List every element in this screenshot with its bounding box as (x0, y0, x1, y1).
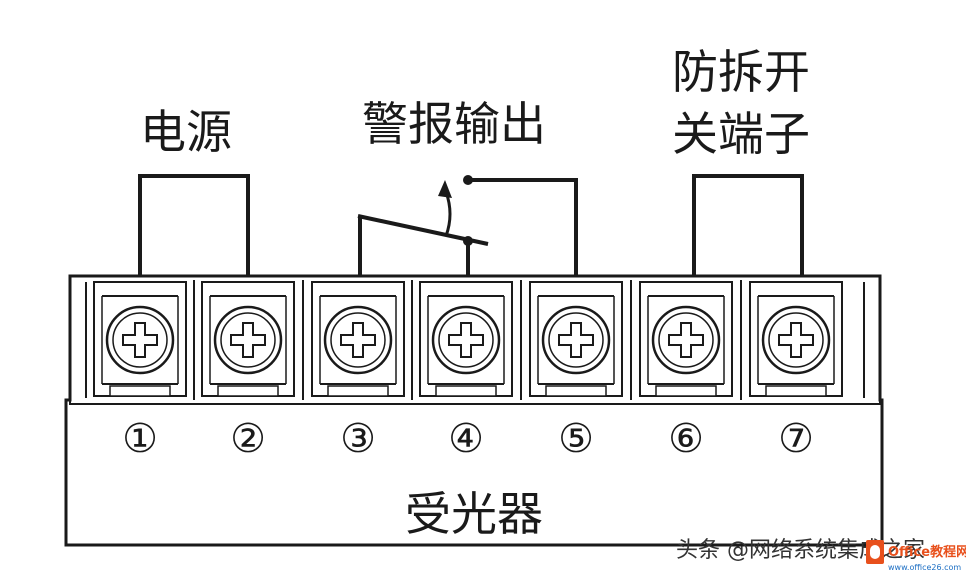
alarm-contact-pivot (463, 236, 473, 246)
screw-head-rim (548, 312, 604, 368)
receiver-label: 受光器 (405, 487, 543, 541)
alarm-output-label: 警报输出 (362, 97, 546, 151)
terminal-numbers: ① ② ③ ④ ⑤ ⑥ ⑦ (122, 416, 814, 462)
terminal-number: ② (230, 416, 266, 462)
phillips-cross-icon (122, 322, 158, 358)
tamper-label-line1: 防拆开 (672, 45, 810, 99)
wire-slot (655, 385, 717, 397)
office-logo-icon-inner (870, 545, 880, 559)
terminal-number: ⑤ (558, 416, 594, 462)
screw-head-rim (112, 312, 168, 368)
screw-terminal (419, 281, 513, 397)
terminal-row (93, 280, 843, 400)
terminal-number: ① (122, 416, 158, 462)
terminal-number: ③ (340, 416, 376, 462)
wire-slot (435, 385, 497, 397)
screw-head-rim (220, 312, 276, 368)
screw-terminal (749, 281, 843, 397)
wire-slot (327, 385, 389, 397)
screw-terminal (639, 281, 733, 397)
office-logo-text: Office教程网 (888, 544, 966, 560)
office-logo-url: www.office26.com (888, 563, 961, 572)
wiring (138, 174, 804, 276)
power-wire (138, 174, 250, 276)
terminal-number: ④ (448, 416, 484, 462)
tamper-wire (692, 174, 804, 276)
phillips-cross-icon (448, 322, 484, 358)
screw-terminal (311, 281, 405, 397)
alarm-contact-top (463, 175, 473, 185)
switch-arrow (444, 191, 452, 237)
screw-terminal (529, 281, 623, 397)
screw-head-rim (768, 312, 824, 368)
phillips-cross-icon (668, 322, 704, 358)
screw-head-rim (658, 312, 714, 368)
screw-terminal (93, 281, 187, 397)
terminal-block-front (66, 399, 882, 405)
tamper-label-line2: 关端子 (672, 107, 810, 161)
wire-slot (217, 385, 279, 397)
power-label: 电源 (140, 105, 232, 159)
switch-arrow-head (438, 180, 452, 198)
wire-slot (109, 385, 171, 397)
wire-slot (765, 385, 827, 397)
watermark: 头条 @网络系统集成之家 Office教程网 www.office26.com (676, 538, 966, 572)
alarm-wire-5 (468, 178, 578, 276)
screw-head-rim (330, 312, 386, 368)
terminal-number: ⑥ (668, 416, 704, 462)
terminal-number: ⑦ (778, 416, 814, 462)
phillips-cross-icon (340, 322, 376, 358)
screw-head-rim (438, 312, 494, 368)
phillips-cross-icon (778, 322, 814, 358)
wire-slot (545, 385, 607, 397)
phillips-cross-icon (230, 322, 266, 358)
screw-terminal (201, 281, 295, 397)
office-logo: Office教程网 www.office26.com (866, 540, 966, 572)
phillips-cross-icon (558, 322, 594, 358)
